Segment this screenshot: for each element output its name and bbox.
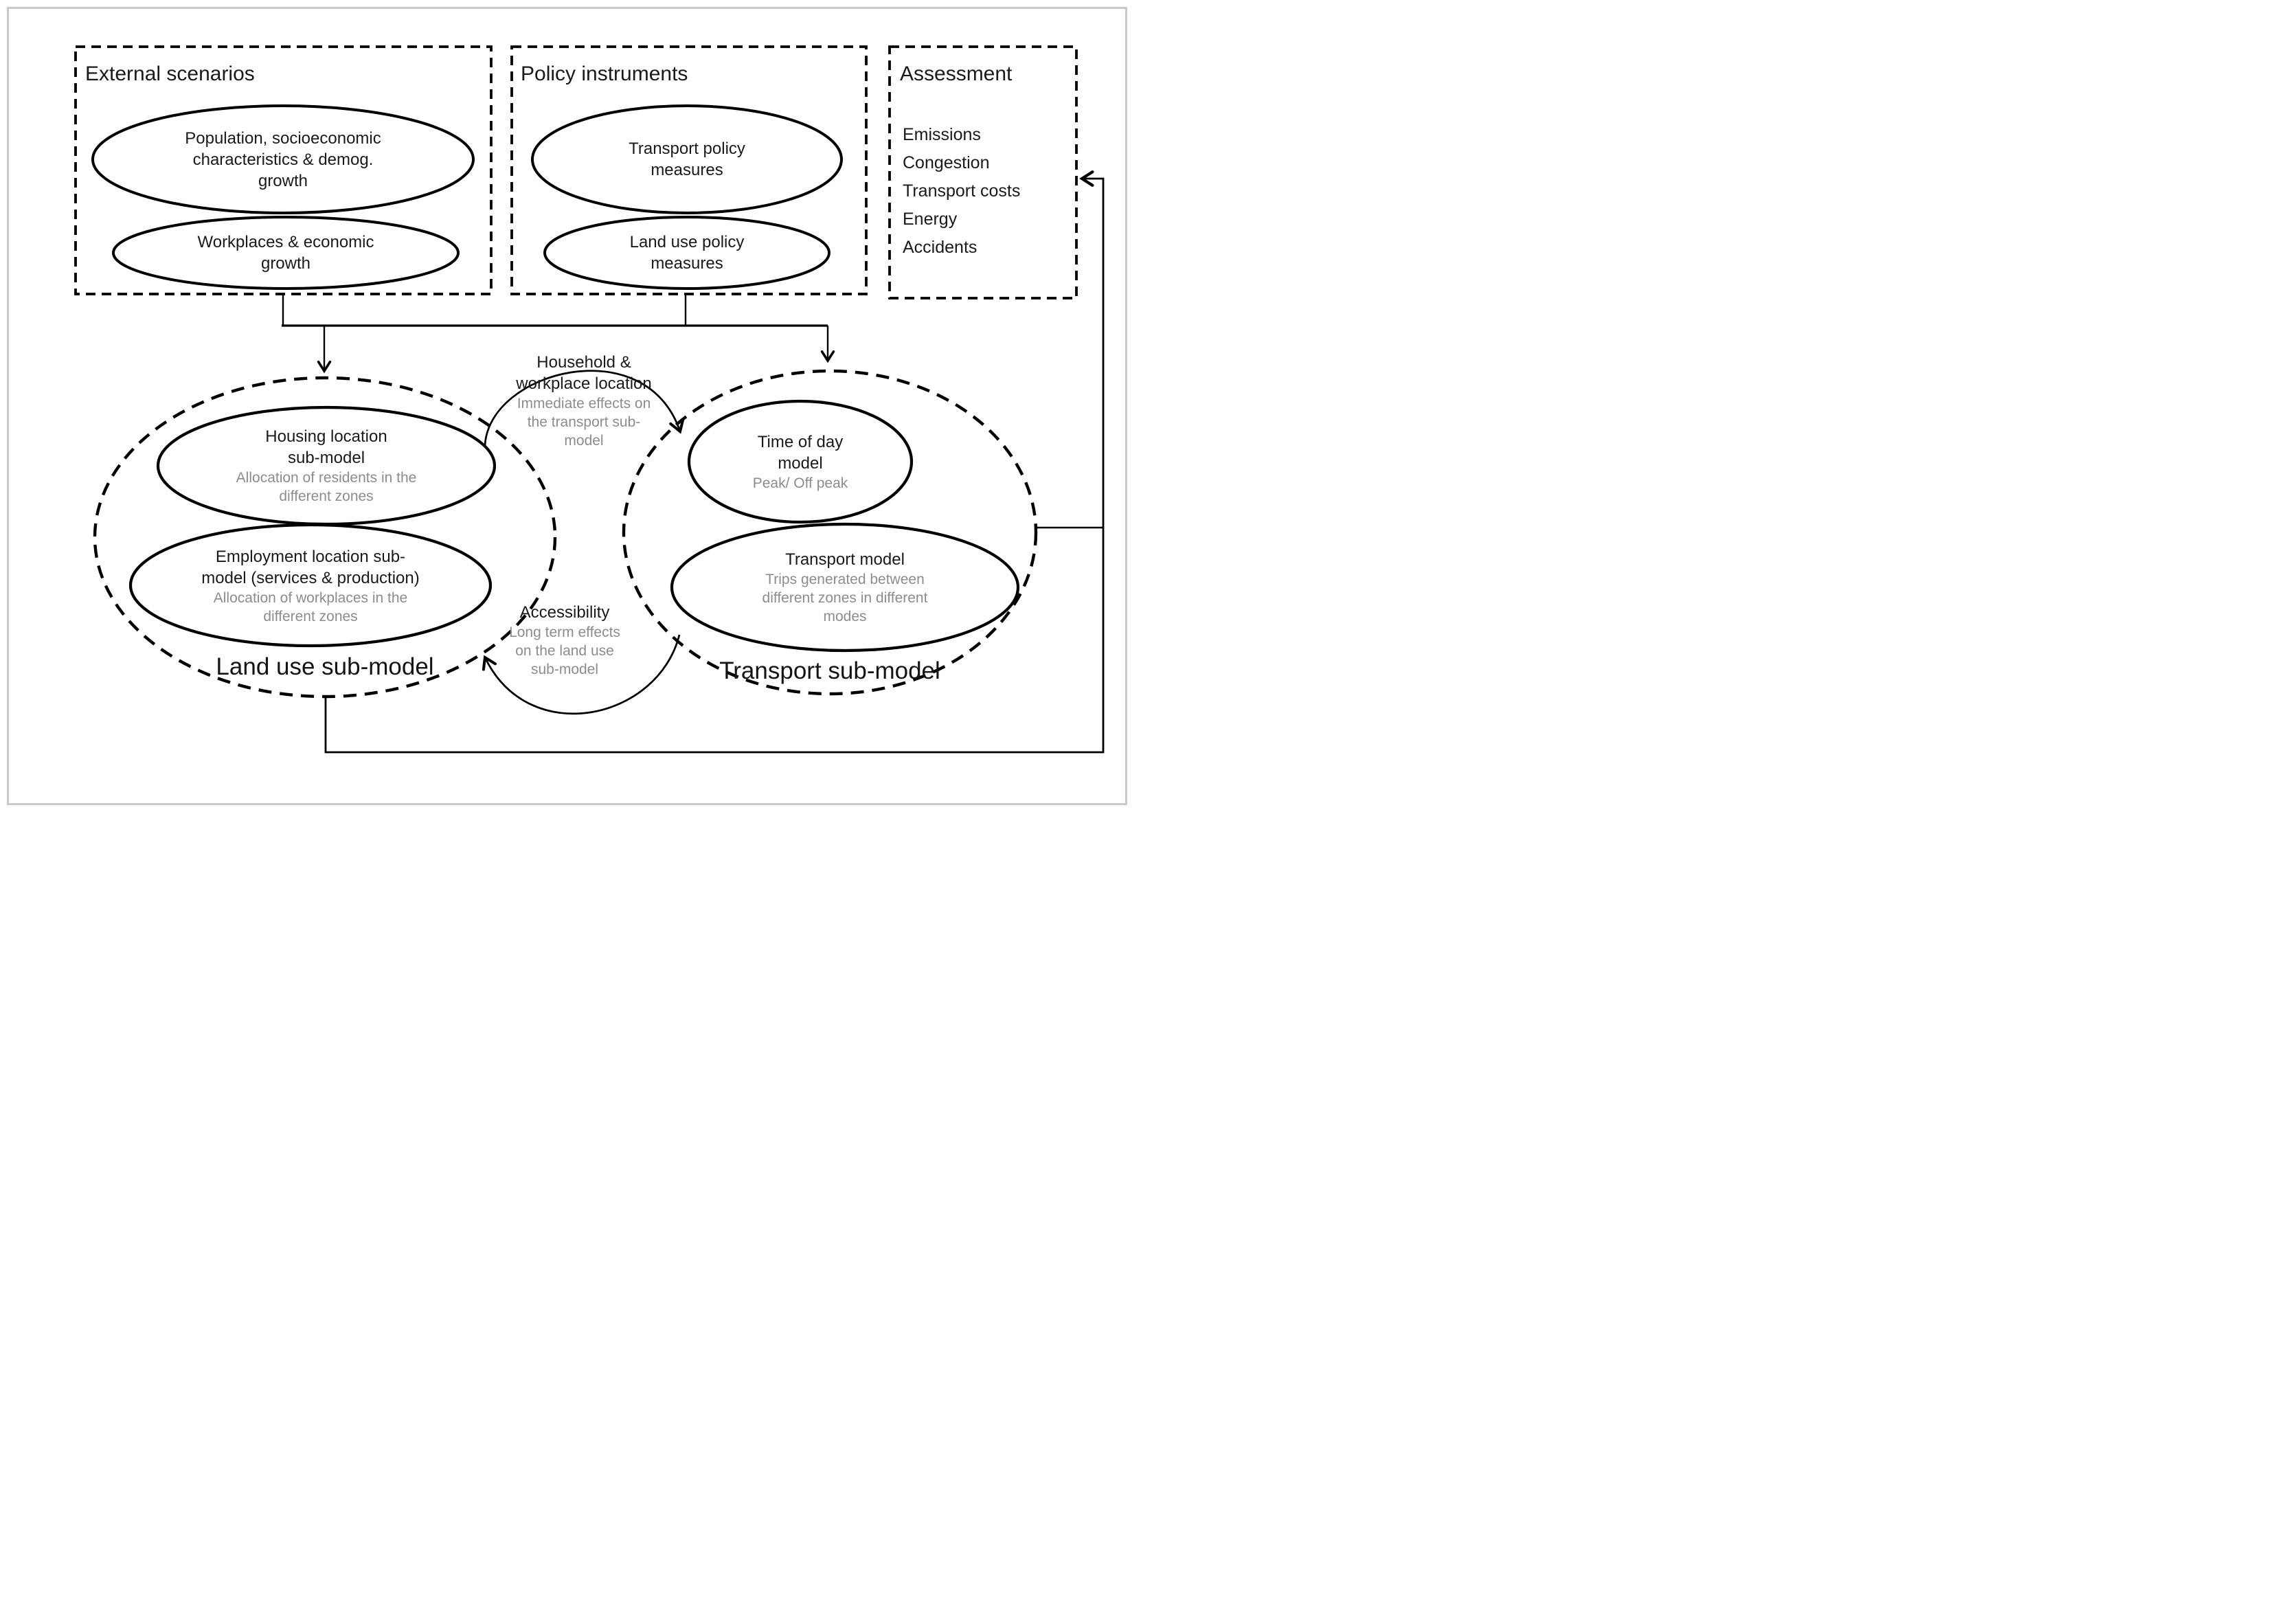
household-flow-title-line: Household & [536, 353, 631, 372]
time-of-day-title-line: Time of day [757, 432, 844, 451]
transport-model-title-line: Transport model [785, 550, 905, 569]
transport-policy-line: measures [651, 161, 723, 179]
household-flow-subtitle-line: the transport sub- [527, 414, 641, 430]
employment-subtitle-line: different zones [263, 609, 358, 624]
land-use-policy-ellipse-label: Land use policy measures [545, 217, 829, 289]
transport-policy-ellipse-label: Transport policy measures [532, 106, 841, 213]
accessibility-flow-arc [482, 634, 681, 715]
workplaces-ellipse [112, 216, 460, 290]
transport-submodel-outline [622, 369, 1038, 696]
household-workplace-flow-label: Household & workplace location Immediate… [498, 352, 670, 450]
employment-location-ellipse [128, 523, 493, 648]
accessibility-flow-label: Accessibility Long term effects on the l… [482, 602, 647, 679]
population-ellipse-label: Population, socioeconomic characteristic… [93, 106, 473, 213]
time-of-day-subtitle-line: Peak/ Off peak [752, 475, 848, 491]
assessment-box-outline [888, 45, 1078, 300]
transport-model-subtitle-line: modes [823, 609, 867, 624]
transport-model-ellipse [670, 522, 1020, 653]
population-line: Population, socioeconomic [185, 128, 381, 148]
transport-model-label: Transport model Trips generated between … [672, 524, 1018, 651]
assessment-title: Assessment [900, 63, 1013, 85]
policy-instruments-box-outline [510, 45, 868, 295]
population-ellipse [91, 104, 475, 214]
workplaces-ellipse-label: Workplaces & economic growth [113, 217, 458, 289]
assessment-item: Accidents [903, 238, 978, 257]
diagram-shapes-layer [74, 45, 1105, 754]
housing-subtitle-line: Allocation of residents in the [236, 470, 417, 486]
household-flow-subtitle-line: Immediate effects on [517, 396, 651, 411]
accessibility-flow-subtitle-line: Long term effects [509, 624, 620, 640]
employment-subtitle-line: Allocation of workplaces in the [213, 590, 408, 606]
employment-title-line: model (services & production) [201, 569, 420, 587]
policy-instruments-title: Policy instruments [521, 63, 688, 85]
transport-model-subtitle-line: Trips generated between [765, 572, 925, 587]
land-use-policy-ellipse [543, 216, 831, 290]
workplaces-line: Workplaces & economic [197, 233, 374, 251]
transport-policy-line: Transport policy [629, 139, 745, 158]
transport-policy-ellipse [531, 104, 843, 214]
land-use-submodel-label: Land use sub-model [216, 653, 434, 680]
population-line: characteristics & demog. [192, 150, 374, 169]
assessment-criteria-list: Emissions Congestion Transport costs Ene… [903, 121, 1020, 262]
assessment-item: Energy [903, 210, 958, 229]
housing-location-label: Housing location sub-model Allocation of… [158, 407, 495, 524]
household-workplace-flow-arc [484, 370, 685, 446]
transport-model-subtitle-line: different zones in different [762, 590, 928, 606]
employment-title-line: Employment location sub- [215, 548, 406, 566]
land-use-policy-line: Land use policy [629, 233, 745, 251]
feedback-loop-to-assessment [324, 170, 1105, 754]
housing-title-line: Housing location [265, 427, 387, 446]
assessment-item: Emissions [903, 125, 981, 144]
time-of-day-label: Time of day model Peak/ Off peak [689, 401, 912, 522]
assessment-item: Transport costs [903, 181, 1021, 201]
workplaces-line: growth [260, 254, 311, 273]
time-of-day-title-line: model [778, 453, 823, 473]
assessment-item: Congestion [903, 153, 990, 172]
time-of-day-ellipse [687, 399, 914, 524]
household-flow-title-line: workplace location [516, 374, 652, 393]
housing-subtitle-line: different zones [279, 488, 374, 504]
employment-location-label: Employment location sub- model (services… [131, 526, 490, 646]
land-use-policy-line: measures [651, 254, 723, 273]
transport-submodel-label: Transport sub-model [719, 657, 940, 684]
accessibility-flow-title-line: Accessibility [519, 603, 610, 622]
accessibility-flow-subtitle-line: on the land use [515, 643, 614, 659]
housing-title-line: sub-model [287, 449, 365, 467]
diagram-canvas: External scenarios Policy instruments As… [0, 0, 1136, 812]
accessibility-flow-subtitle-line: sub-model [530, 662, 599, 677]
household-flow-subtitle-line: model [564, 433, 604, 449]
population-line: growth [258, 171, 308, 190]
external-scenarios-title: External scenarios [85, 63, 255, 85]
